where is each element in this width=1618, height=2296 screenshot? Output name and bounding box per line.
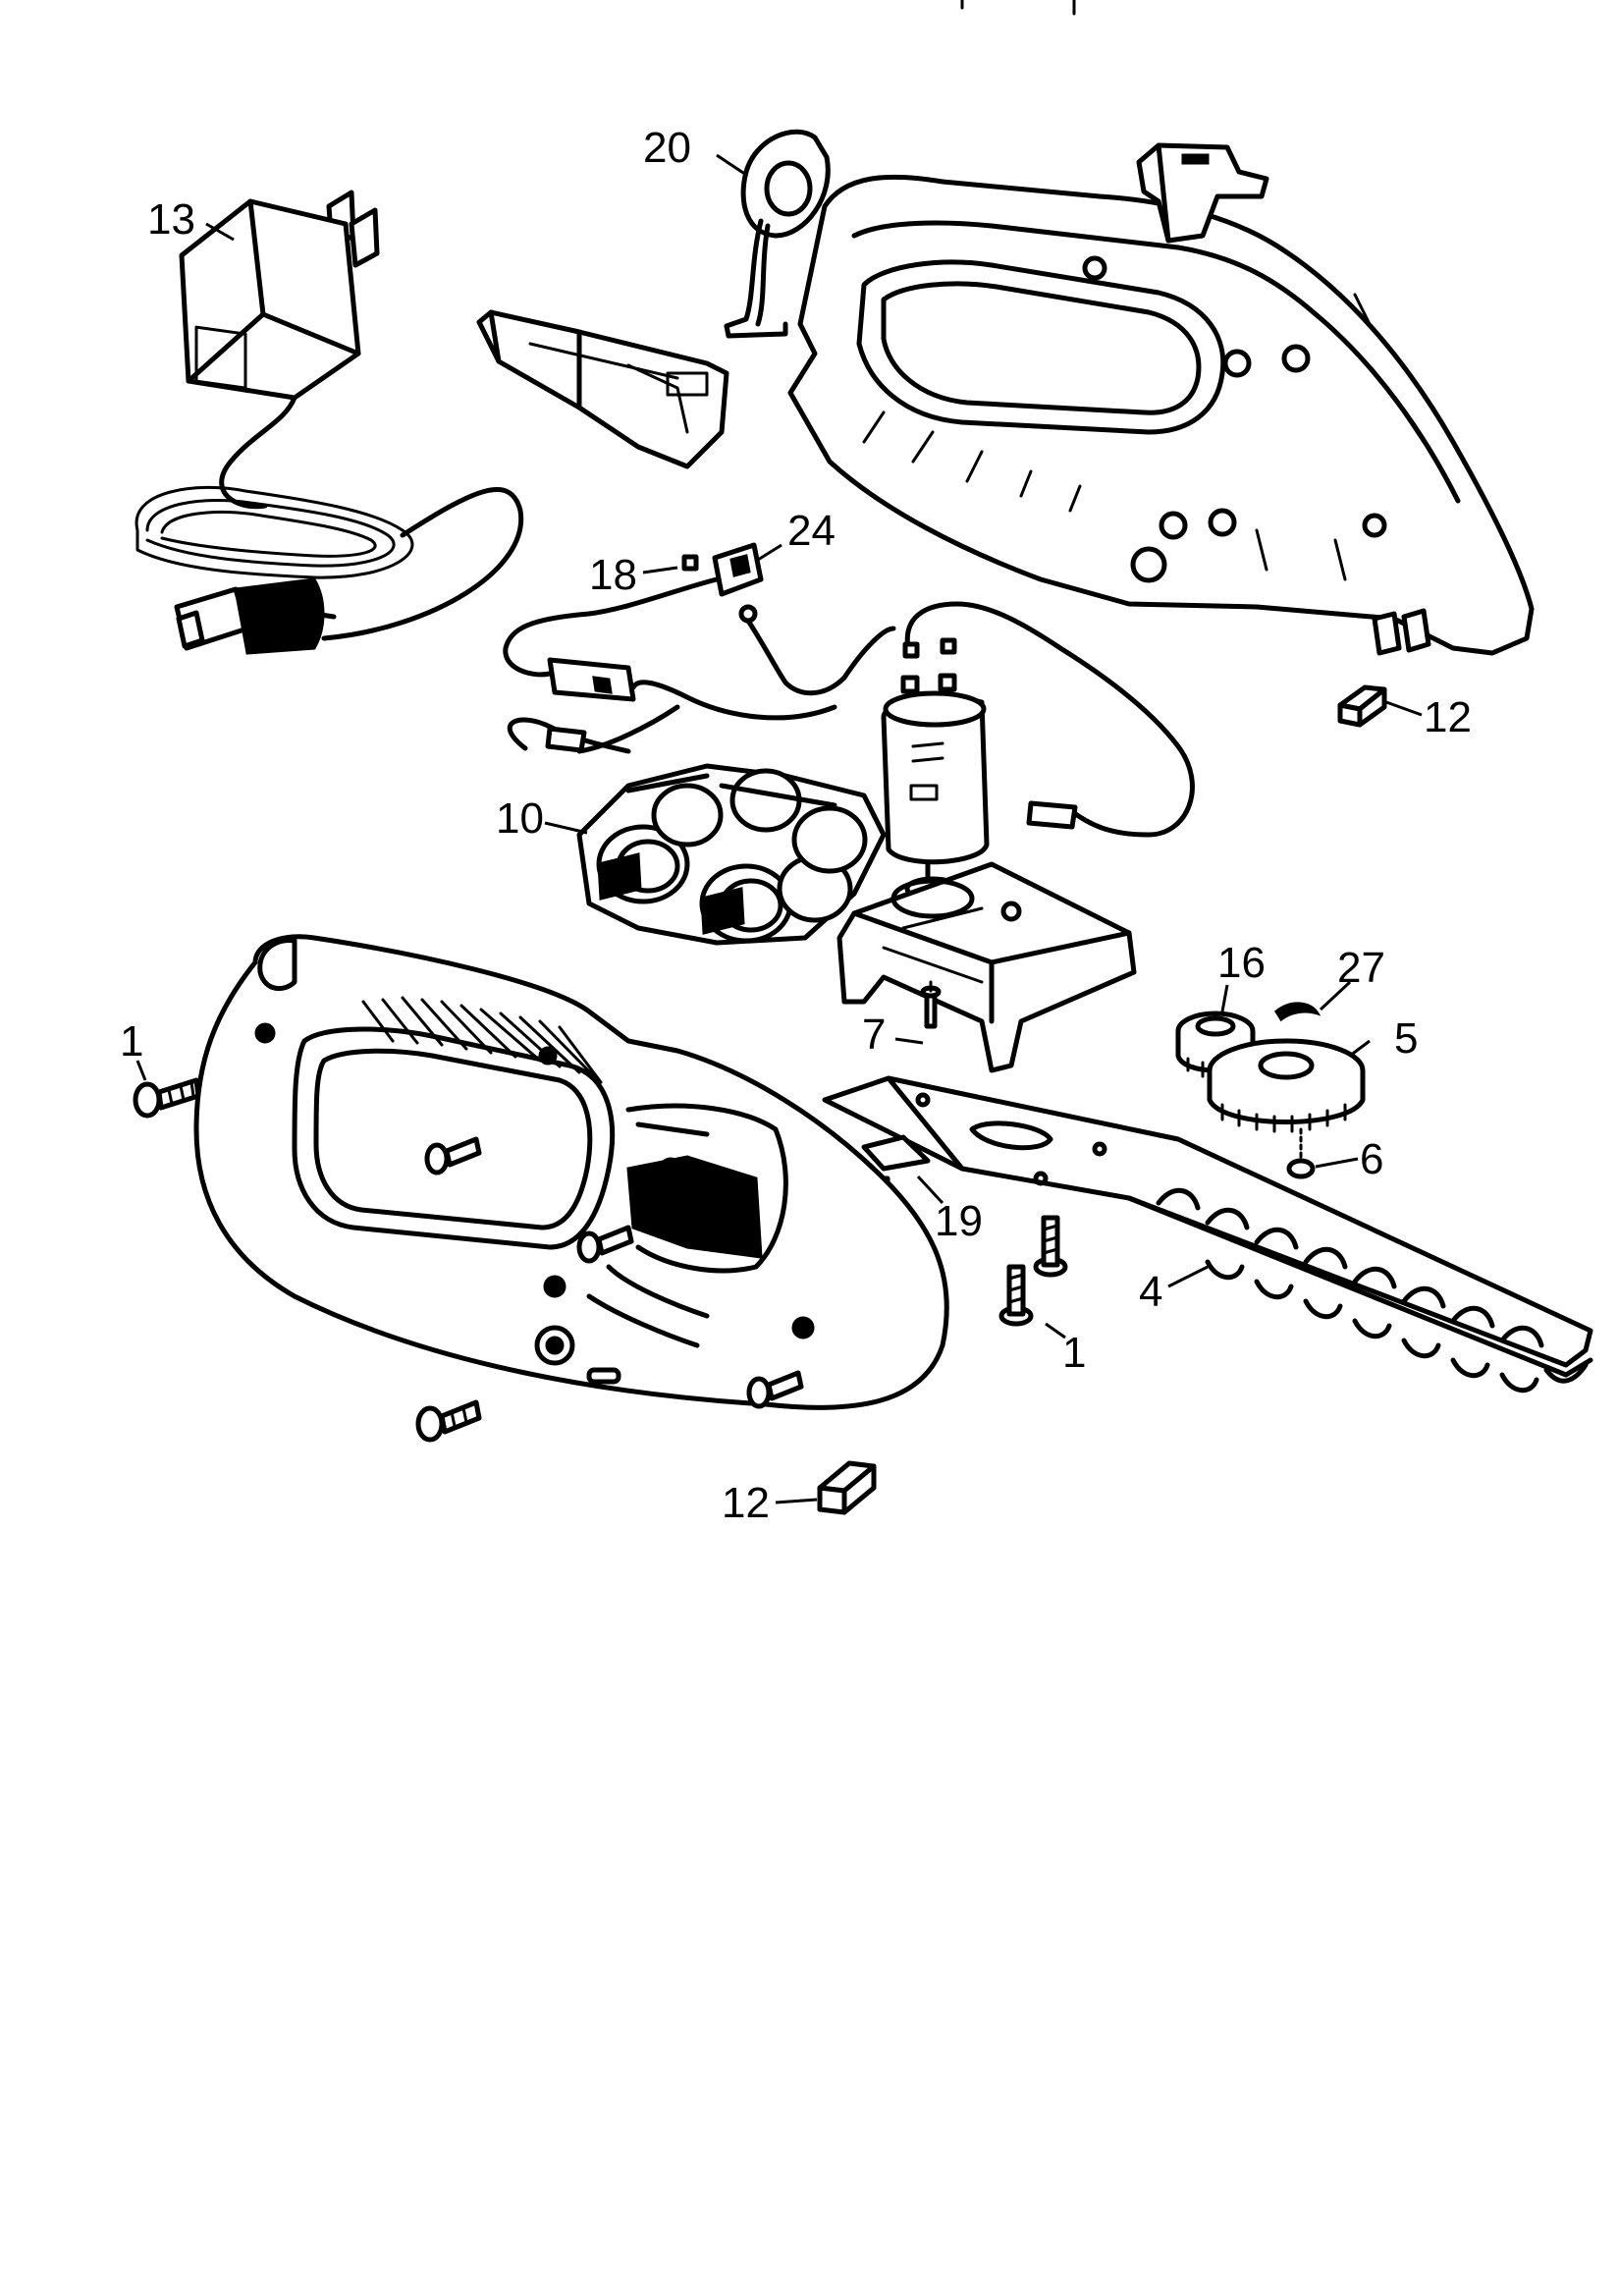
wedge-block-top-part [1337,684,1387,728]
blade-assembly-part [822,1075,1593,1394]
callout-5: 5 [1394,1014,1418,1063]
motor-part [881,690,990,902]
leader-12-top [1385,700,1423,717]
leader-10 [544,821,588,835]
gear-housing-part [836,861,1137,1073]
leader-4 [1167,1265,1209,1288]
screw-1-right-part [998,1264,1034,1327]
screw-bottom-left-part [415,1399,482,1443]
callout-4: 4 [1139,1268,1162,1316]
callout-19: 19 [935,1197,983,1245]
callout-16: 16 [1217,939,1266,987]
callout-7: 7 [862,1011,886,1059]
callout-6: 6 [1360,1135,1383,1183]
leader-7 [894,1037,924,1045]
callout-20: 20 [643,124,691,172]
wiring-harness [503,576,1195,838]
leader-24 [757,543,782,562]
leader-13 [205,222,235,242]
callout-18: 18 [589,551,637,599]
charger-part [135,190,524,655]
callout-1-left: 1 [120,1017,143,1066]
screw-handle-part [424,1136,482,1175]
leader-1-right [1045,1322,1066,1339]
leader-12-bottom [775,1498,818,1504]
wedge-19-part [861,1134,931,1172]
leader-19 [916,1175,944,1205]
screw-1-left-part [133,1077,201,1119]
washer-6-part [1286,1158,1316,1179]
leader-18 [642,566,678,574]
clip-27-part [1274,1002,1321,1022]
callout-24: 24 [787,507,836,555]
leader-27 [1319,980,1352,1011]
wedge-block-bottom-part [817,1460,877,1515]
screw-bottom-right-part [746,1370,804,1409]
main-gear-5-part [1207,1038,1366,1161]
callout-12-bottom: 12 [722,1479,770,1527]
screw-nose-part [576,1225,634,1264]
leader-20 [716,153,747,177]
leader-5 [1349,1039,1371,1058]
callout-27: 27 [1337,944,1385,992]
callout-13: 13 [147,195,195,244]
callout-12-top: 12 [1424,693,1472,741]
housing-right-part [787,142,1535,656]
screw-7-part [920,980,942,1029]
battery-pack-part [576,763,887,946]
callout-1-right: 1 [1062,1329,1086,1377]
lock-off-lever-part [724,129,831,339]
leader-16 [1220,984,1229,1012]
leader-1-left [135,1060,147,1081]
callout-10: 10 [496,794,544,843]
leader-6 [1315,1157,1359,1169]
housing-left-part [193,934,949,1410]
battery-cover-part [476,309,729,469]
screw-right-a-part [1033,1215,1068,1278]
